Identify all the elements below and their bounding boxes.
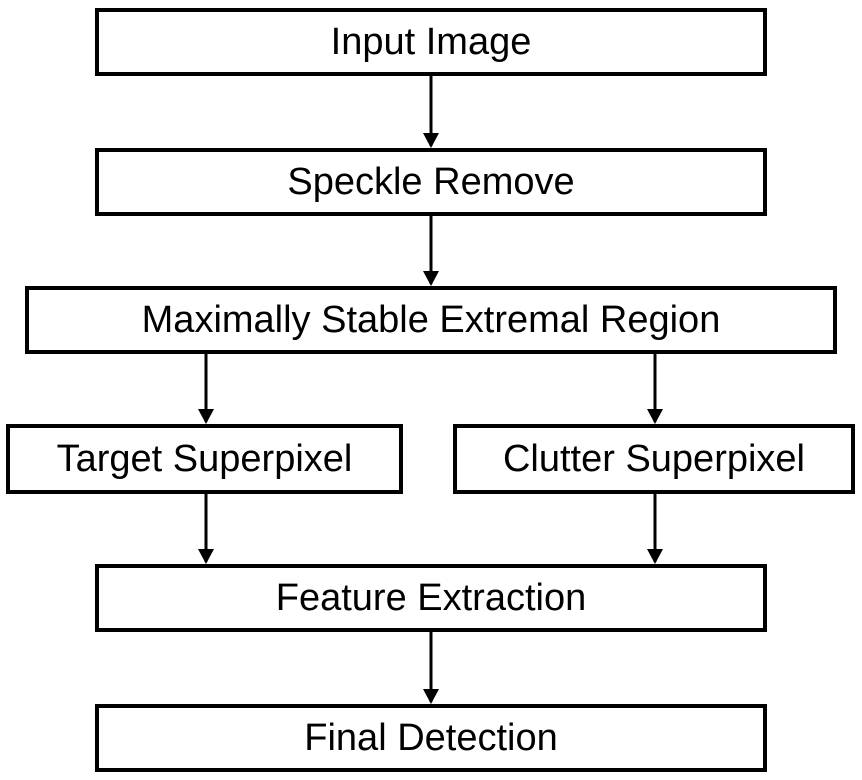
mser-box: Maximally Stable Extremal Region xyxy=(25,286,837,354)
arrowhead-input-to-speckle xyxy=(423,133,439,148)
arrowhead-clutter-to-feature xyxy=(647,549,663,564)
final-detection-box: Final Detection xyxy=(95,704,767,772)
target-superpixel-label: Target Superpixel xyxy=(56,437,353,480)
arrowhead-target-to-feature xyxy=(198,549,214,564)
feature-extraction-box: Feature Extraction xyxy=(95,564,767,632)
arrowhead-mser-to-clutter xyxy=(647,409,663,424)
target-superpixel-box: Target Superpixel xyxy=(6,424,403,494)
arrowhead-mser-to-target xyxy=(198,409,214,424)
mser-label: Maximally Stable Extremal Region xyxy=(141,298,721,341)
speckle-remove-label: Speckle Remove xyxy=(287,160,575,203)
clutter-superpixel-label: Clutter Superpixel xyxy=(502,437,806,480)
feature-extraction-label: Feature Extraction xyxy=(275,576,587,619)
input-image-box: Input Image xyxy=(95,8,767,76)
final-detection-label: Final Detection xyxy=(304,716,558,759)
speckle-remove-box: Speckle Remove xyxy=(95,148,767,216)
arrowhead-feature-to-final xyxy=(423,689,439,704)
input-image-label: Input Image xyxy=(330,20,532,63)
arrowhead-speckle-to-mser xyxy=(423,271,439,286)
clutter-superpixel-box: Clutter Superpixel xyxy=(453,424,855,494)
